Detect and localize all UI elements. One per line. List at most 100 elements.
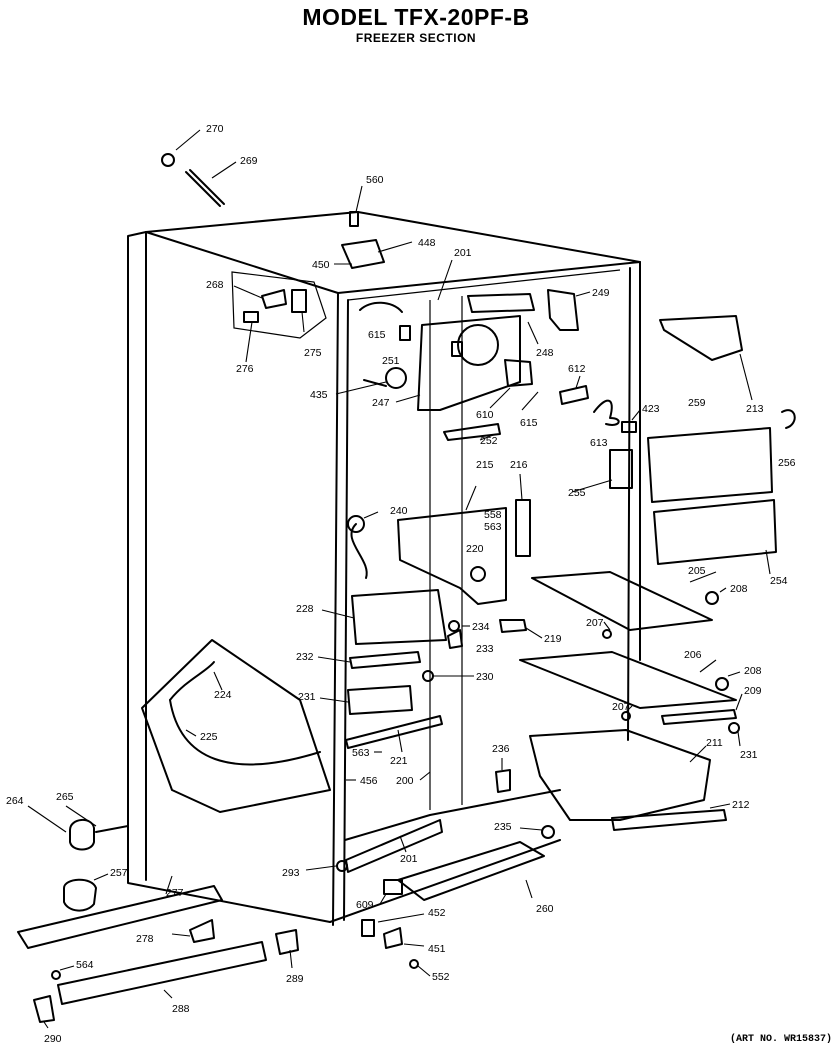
part-label: 235 xyxy=(494,821,512,833)
cabinet-outline xyxy=(127,211,641,926)
part-label: 269 xyxy=(240,155,258,167)
part-label: 247 xyxy=(372,397,390,409)
part-label: 268 xyxy=(206,279,224,291)
part-label: 234 xyxy=(472,621,490,633)
part-564-screw xyxy=(51,970,61,980)
part-230-clip xyxy=(422,670,434,682)
part-211-basket xyxy=(529,729,711,821)
part-240-cord xyxy=(350,523,368,579)
part-233-clamp xyxy=(447,629,463,649)
part-label: 265 xyxy=(56,791,74,803)
part-label: 288 xyxy=(172,1003,190,1015)
part-label: 228 xyxy=(296,603,314,615)
part-label: 552 xyxy=(432,971,450,983)
part-613-fan xyxy=(593,399,620,426)
part-216-rail xyxy=(515,499,531,557)
part-label: 257 xyxy=(110,867,128,879)
part-293-screw xyxy=(336,860,348,872)
part-label: 450 xyxy=(312,259,330,271)
part-label: 215 xyxy=(476,459,494,471)
part-270-nut xyxy=(161,153,175,167)
part-label: 207 xyxy=(612,701,630,713)
part-label: 452 xyxy=(428,907,446,919)
part-label: 252 xyxy=(480,435,498,447)
part-label: 240 xyxy=(390,505,408,517)
part-201-duct xyxy=(467,293,535,313)
part-label: 230 xyxy=(476,671,494,683)
part-label: 558 xyxy=(484,509,502,521)
diagram-subtitle: FREEZER SECTION xyxy=(355,31,477,45)
part-256-knob xyxy=(781,409,796,429)
part-277-bar xyxy=(17,885,223,949)
part-label: 209 xyxy=(744,685,762,697)
part-609-roller xyxy=(383,879,403,895)
part-label: 219 xyxy=(544,633,562,645)
part-259-panel xyxy=(647,427,773,503)
part-254-door-panel xyxy=(653,499,777,565)
part-label: 563 xyxy=(484,521,502,533)
part-264-knob xyxy=(69,819,95,851)
part-label: 231 xyxy=(298,691,316,703)
part-290-clip xyxy=(33,995,55,1023)
part-612-bracket xyxy=(559,385,589,405)
part-208-clip-2 xyxy=(715,677,729,691)
part-268-switch xyxy=(261,289,287,309)
part-label: 211 xyxy=(706,737,723,749)
part-288-grille xyxy=(57,941,267,1005)
part-label: 275 xyxy=(304,347,322,359)
part-label: 254 xyxy=(770,575,788,587)
part-224-drain-assembly xyxy=(141,639,331,813)
part-label: 232 xyxy=(296,651,314,663)
part-label: 564 xyxy=(76,959,94,971)
hardware-parts xyxy=(17,153,796,1023)
part-201-frame xyxy=(345,819,443,873)
part-220-screw xyxy=(470,566,486,582)
part-label: 264 xyxy=(6,795,24,807)
part-228-evaporator xyxy=(351,589,447,645)
part-label: 289 xyxy=(286,973,304,985)
part-label: 236 xyxy=(492,743,510,755)
part-560-screw xyxy=(349,211,359,227)
part-289-clip xyxy=(275,929,299,955)
part-label: 270 xyxy=(206,123,224,135)
part-label: 207 xyxy=(586,617,604,629)
part-206-shelf xyxy=(519,651,737,709)
part-label: 277 xyxy=(166,887,184,899)
part-label: 216 xyxy=(510,459,528,471)
part-label: 293 xyxy=(282,867,300,879)
part-label: 612 xyxy=(568,363,586,375)
part-label: 451 xyxy=(428,943,446,955)
part-label: 255 xyxy=(568,487,586,499)
part-451-roller xyxy=(383,927,403,949)
art-number: (ART NO. WR15837) xyxy=(729,1034,832,1045)
part-label: 251 xyxy=(382,355,400,367)
part-label: 290 xyxy=(44,1033,62,1045)
part-label: 259 xyxy=(688,397,706,409)
part-552-screw xyxy=(409,959,419,969)
part-label: 456 xyxy=(360,775,378,787)
part-251-terminal xyxy=(399,325,411,341)
part-452-bracket xyxy=(361,919,375,937)
part-423-socket xyxy=(621,421,637,433)
part-label: 233 xyxy=(476,643,494,655)
part-269-hinge-pin xyxy=(185,171,221,207)
part-225-drain-tube xyxy=(169,661,215,701)
part-209-rail xyxy=(661,709,737,725)
part-label: 208 xyxy=(730,583,748,595)
part-219-heater xyxy=(499,619,527,633)
part-278-roller xyxy=(189,919,215,943)
part-448-bracket xyxy=(341,239,385,269)
part-615-harness xyxy=(359,301,403,313)
part-205-shelf xyxy=(531,571,713,631)
part-610-timer xyxy=(504,359,533,387)
part-234-clip xyxy=(448,620,460,632)
part-label: 423 xyxy=(642,403,660,415)
part-label: 448 xyxy=(418,237,436,249)
part-257-knob xyxy=(63,878,97,912)
part-label: 248 xyxy=(536,347,554,359)
part-label: 212 xyxy=(732,799,750,811)
part-label: 613 xyxy=(590,437,608,449)
part-232-trough xyxy=(349,651,421,669)
part-label: 610 xyxy=(476,409,494,421)
part-label: 220 xyxy=(466,543,484,555)
